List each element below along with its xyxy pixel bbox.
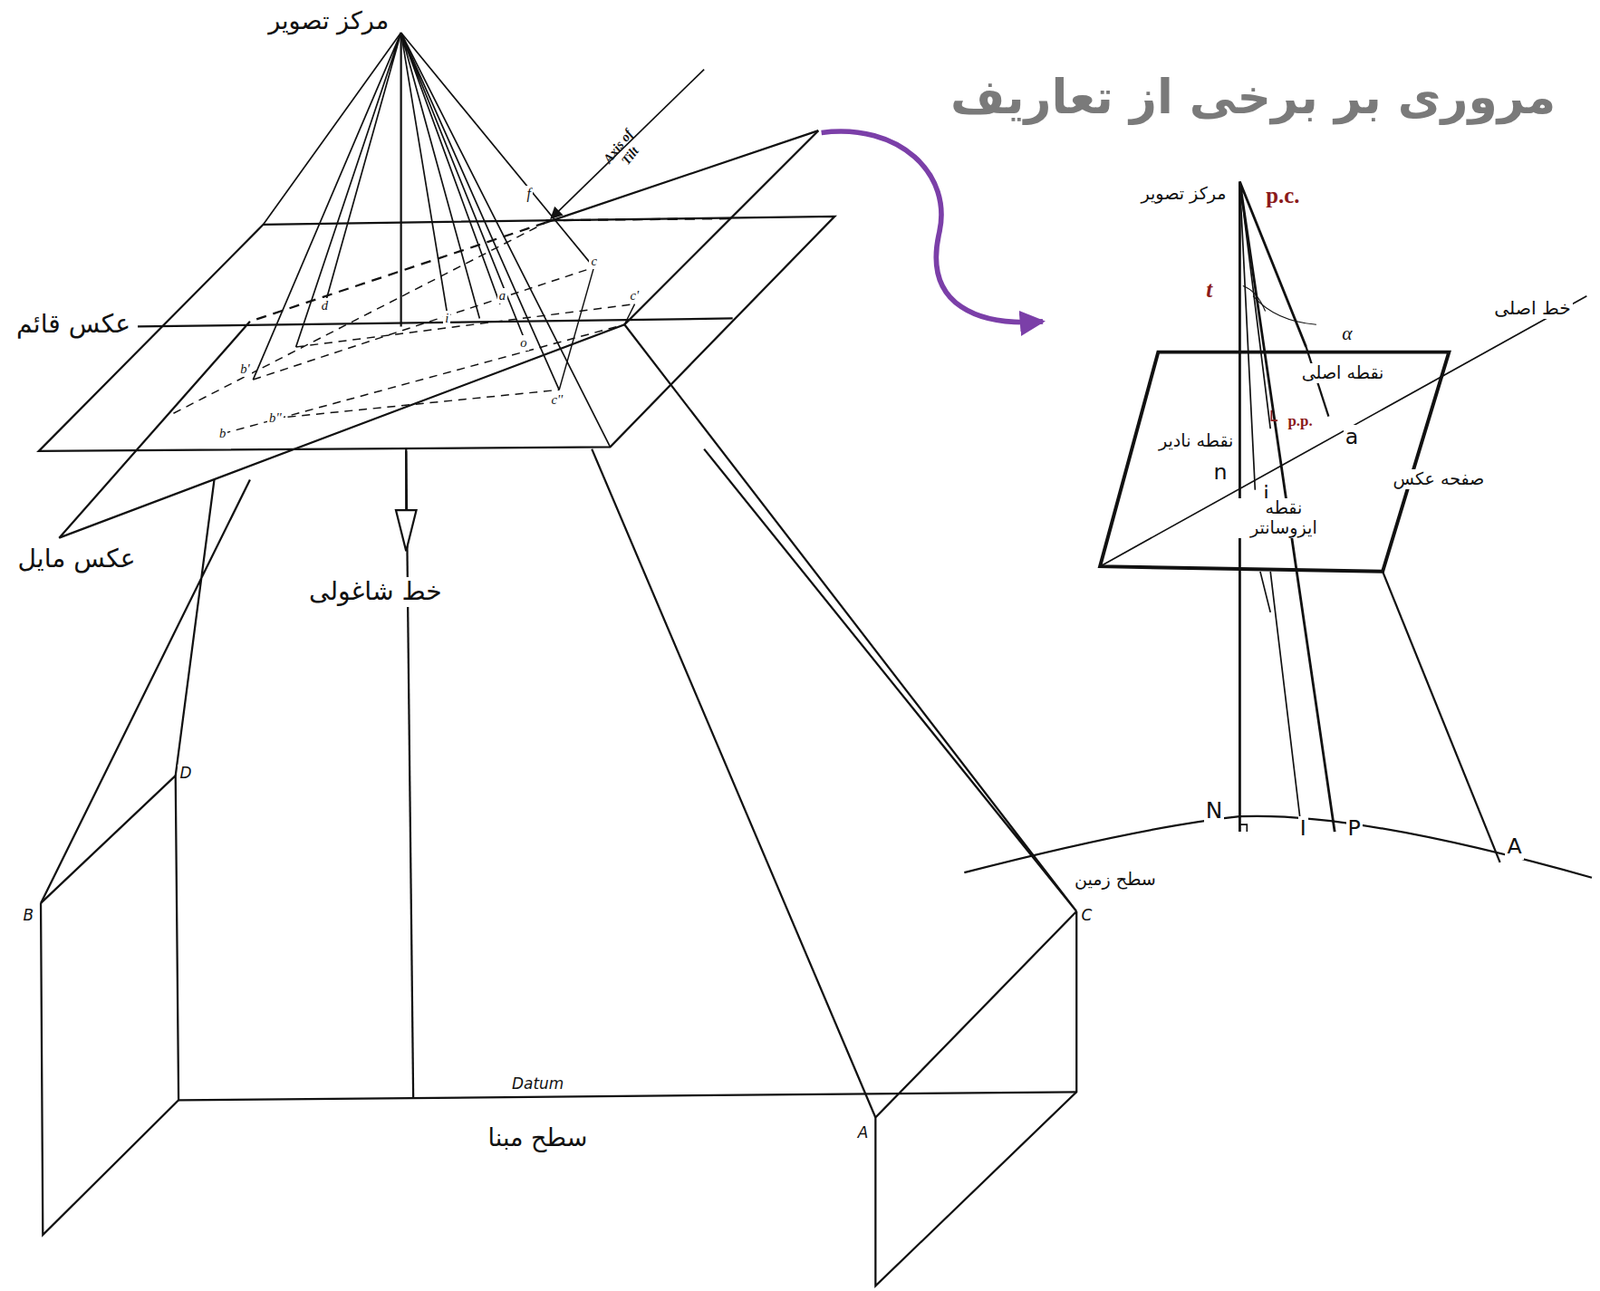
label: n (1212, 460, 1230, 485)
label: t (1204, 277, 1215, 304)
label: صفحه عکس (1391, 469, 1487, 490)
photo-plane (1099, 352, 1449, 572)
label: a (497, 288, 508, 304)
tilted-photo-edge (546, 130, 820, 222)
principal-line (1099, 296, 1587, 568)
label: c' (628, 288, 642, 304)
label: b (217, 425, 228, 442)
label: سطح زمین (1072, 869, 1158, 890)
datum-wall (875, 911, 1077, 1286)
photo-lines (559, 267, 635, 390)
datum-wall (40, 775, 179, 1235)
label: عکس قائم (14, 309, 133, 339)
label: d (319, 298, 330, 314)
label: مرکز تصویر (1138, 183, 1228, 204)
label: p.p. (1285, 412, 1314, 430)
label: α (1339, 322, 1354, 346)
label: C (1079, 906, 1094, 925)
ray-a (1382, 571, 1501, 863)
label: o (518, 335, 529, 351)
right-angle (1239, 824, 1247, 832)
label: سطح مبنا (486, 1123, 590, 1152)
label: A (856, 1124, 871, 1142)
label: a (1343, 424, 1361, 450)
photo-dashed-lines (173, 222, 635, 434)
plumb-bob (395, 510, 417, 551)
label: P (1346, 816, 1363, 841)
axis-of-tilt (550, 69, 704, 219)
ground-surface (963, 816, 1592, 878)
label: عکس مایل (15, 544, 137, 574)
label: Datum (510, 1075, 566, 1093)
label: خط اصلی (1492, 298, 1573, 319)
label: B (21, 906, 37, 925)
label: N (1204, 798, 1225, 825)
label: I (1298, 816, 1309, 841)
right-figure (963, 182, 1592, 878)
ground-rays (40, 479, 251, 903)
title: مروری بر برخی از تعاریف (950, 68, 1556, 126)
outer-rays (263, 32, 611, 447)
left-figure (38, 32, 1077, 1286)
label: c (588, 253, 598, 270)
plumb-string (404, 449, 407, 511)
label: b' (238, 361, 251, 377)
label: نقطه اصلی (1300, 363, 1387, 384)
plumb-line (400, 32, 403, 327)
label: i (443, 310, 451, 327)
tilted-photo-hidden-edge (250, 222, 547, 322)
label: f (524, 185, 532, 203)
ground-rays (591, 324, 1077, 1118)
hidden-edge (546, 218, 735, 221)
tilted-photo-edge (58, 130, 819, 538)
label: b'' (267, 410, 284, 426)
projection-rays (252, 32, 594, 390)
label: مرکز تصویر (266, 6, 391, 35)
rays (1239, 182, 1271, 491)
angle-arc (1243, 285, 1266, 311)
label: Axis of Tilt (597, 122, 651, 180)
label: p.c. (1263, 183, 1302, 210)
label: c'' (549, 392, 565, 408)
label: نقطه نادیر (1156, 431, 1235, 452)
label: A (1504, 834, 1523, 859)
rays (1260, 571, 1302, 828)
angle-arc (1253, 296, 1317, 326)
datum-line (178, 1091, 1077, 1100)
label: خط شاغولی (307, 577, 444, 607)
label: D (177, 764, 193, 782)
callout-arrow (821, 131, 1043, 323)
label: نقطه ایزوسانتر (1233, 498, 1334, 539)
pp-marker (1271, 410, 1278, 421)
